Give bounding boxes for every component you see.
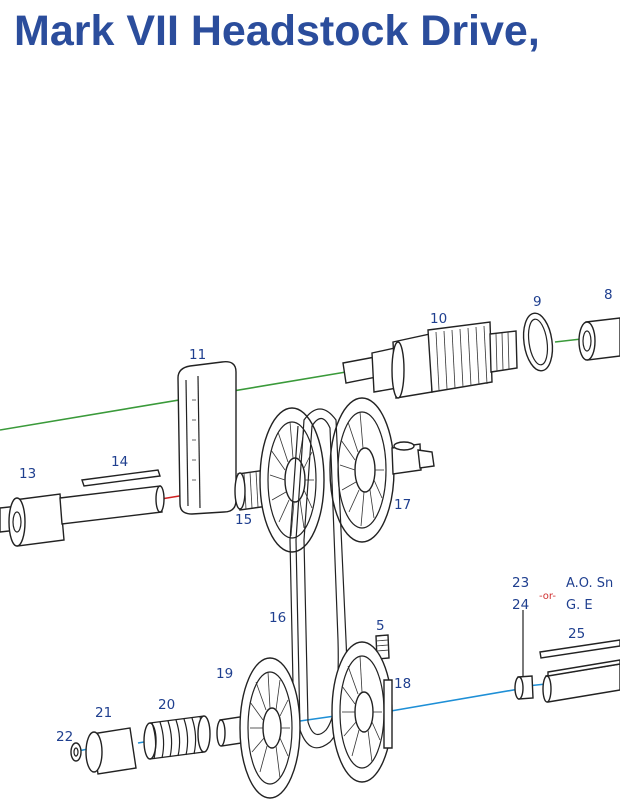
part-label-19: 19 [216,666,233,682]
part-label-11: 11 [189,347,206,363]
part-25-shafts [539,639,620,703]
part-label-23: 23 [512,575,529,591]
part-11-flat-belt [177,361,237,515]
part-13-shaft [0,485,165,547]
page-title: Mark VII Headstock Drive, [14,7,540,55]
green-axis-line [0,371,347,431]
part-label-10: 10 [430,311,447,327]
part-8-bearing [578,317,620,361]
part-label-21: 21 [95,705,112,721]
part-label-15: 15 [235,512,252,528]
part-label-8: 8 [604,287,613,303]
part-label-24: 24 [512,597,529,613]
part-label-5: 5 [376,618,385,634]
part-23-24-collar [514,675,534,700]
part-21-bush [85,727,137,775]
part-label-20: 20 [158,697,175,713]
blue-axis-line [384,687,526,713]
part-20-spring [143,715,211,760]
part-15-pulley-disc [259,407,325,553]
option-24-text: G. E [566,598,593,613]
or-label: -or- [539,591,556,602]
part-5-grub-screw [375,634,390,660]
part-label-13: 13 [19,466,36,482]
part-22-washer [70,742,82,762]
part-label-18: 18 [394,676,411,692]
part-9-ring [522,312,554,372]
part-14-key [81,469,161,487]
blue-axis-line-mid [299,715,336,722]
part-label-16: 16 [269,610,286,626]
part-18-pulley-disc [331,641,393,783]
part-label-25: 25 [568,626,585,642]
part-10-spindle [342,321,518,399]
option-23-text: A.O. Sn [566,576,613,591]
part-label-9: 9 [533,294,542,310]
part-17-pulley-disc [329,397,435,543]
part-19-pulley-disc [216,657,301,799]
part-label-17: 17 [394,497,411,513]
part-label-14: 14 [111,454,128,470]
part-label-22: 22 [56,729,73,745]
